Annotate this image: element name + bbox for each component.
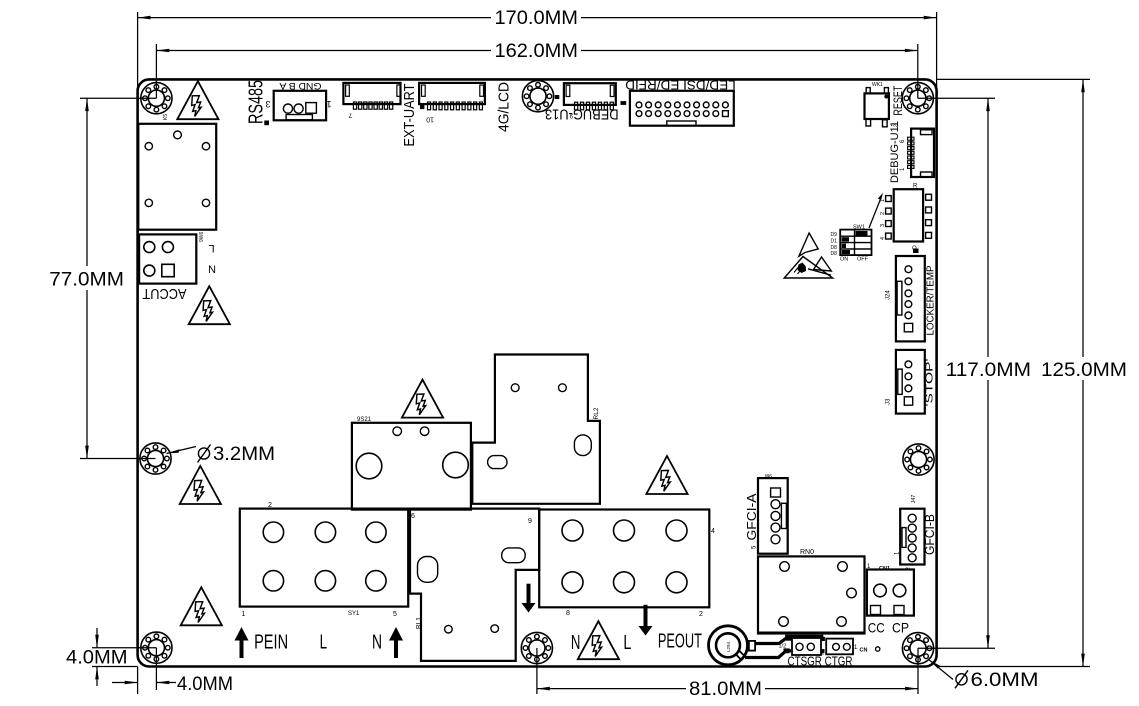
svg-text:1: 1 [326,99,331,109]
svg-text:4: 4 [711,528,715,535]
svg-text:RL2: RL2 [593,407,600,419]
svg-text:4: 4 [880,237,886,240]
svg-text:GFCI-B: GFCI-B [923,514,937,555]
svg-text:N: N [208,263,216,275]
svg-text:ACCUT: ACCUT [143,285,187,302]
svg-text:2: 2 [880,212,886,215]
svg-text:D8: D8 [831,245,838,251]
svg-text:PEOUT: PEOUT [658,631,702,653]
svg-text:1/2: 1/2 [779,644,787,650]
svg-text:RN0: RN0 [800,549,814,556]
svg-text:6.0MM: 6.0MM [971,670,1039,691]
svg-text:K5: K5 [163,114,169,120]
svg-text:L: L [623,632,631,654]
svg-text:GFCI-A: GFCI-A [745,493,759,541]
svg-text:10: 10 [426,116,434,123]
svg-text:LED/DSI ED/RFID: LED/DSI ED/RFID [625,77,736,91]
svg-text:2: 2 [268,502,272,509]
svg-text:4.0MM: 4.0MM [66,648,128,669]
svg-text:3.2MM: 3.2MM [213,444,275,465]
svg-text:J3: J3 [886,398,892,405]
svg-text:81.0MM: 81.0MM [689,679,762,700]
svg-text:J24: J24 [886,290,892,300]
svg-text:3: 3 [265,99,270,109]
svg-text:CN1: CN1 [879,566,890,572]
svg-text:SY1: SY1 [348,611,360,617]
svg-text:77.0MM: 77.0MM [49,270,124,291]
svg-text:WK1: WK1 [872,82,883,88]
svg-text:ON: ON [840,257,848,263]
svg-text:5: 5 [393,611,397,618]
svg-text:6: 6 [900,139,906,143]
svg-text:3: 3 [880,224,886,227]
svg-text:J47: J47 [911,495,917,504]
svg-text:1: 1 [242,611,246,618]
svg-text:1: 1 [867,564,871,570]
svg-text:DEBUG-U13: DEBUG-U13 [545,106,619,122]
svg-text:8: 8 [566,610,570,617]
svg-text:162.0MM: 162.0MM [495,41,579,62]
svg-text:RS485: RS485 [246,80,268,124]
svg-text:'STOP': 'STOP' [925,358,936,406]
svg-text:R: R [913,184,918,190]
svg-text:170.0MM: 170.0MM [495,8,579,29]
svg-text:L: L [208,242,214,254]
svg-text:CTSGR CTGR: CTSGR CTGR [788,655,853,669]
svg-text:4.0MM: 4.0MM [177,674,233,695]
svg-text:1: 1 [854,645,858,651]
svg-text:D9: D9 [831,232,838,238]
svg-text:D8: D8 [831,251,838,257]
svg-text:1: 1 [895,551,901,555]
svg-text:7: 7 [349,111,353,118]
svg-text:9: 9 [528,518,532,525]
svg-text:L: L [320,631,328,653]
svg-text:OFF: OFF [857,257,869,263]
svg-text:CP: CP [892,620,909,636]
svg-text:EXT-UART: EXT-UART [402,83,418,146]
svg-text:CN: CN [860,648,868,654]
svg-text:2: 2 [894,124,900,127]
svg-text:1: 1 [900,167,906,171]
svg-text:9: 9 [569,112,573,118]
svg-text:RL1: RL1 [416,617,423,629]
svg-text:N: N [372,631,382,653]
svg-text:L294: L294 [726,641,731,652]
svg-text:SW1: SW1 [853,225,865,231]
svg-text:1: 1 [880,199,886,202]
svg-text:DEBUG-U11: DEBUG-U11 [889,121,901,183]
svg-text:4G/LCD: 4G/LCD [497,82,513,132]
svg-text:RESET: RESET [891,85,905,115]
svg-text:N: N [571,632,581,654]
svg-text:2: 2 [699,611,703,618]
svg-text:117.0MM: 117.0MM [946,360,1031,381]
svg-text:125.0MM: 125.0MM [1041,360,1127,381]
svg-text:5: 5 [752,545,758,549]
svg-text:2: 2 [821,651,824,657]
svg-text:GND B A: GND B A [280,81,322,91]
svg-text:9M: 9M [765,472,772,478]
svg-text:CC: CC [868,620,885,636]
svg-text:6: 6 [411,513,415,520]
svg-text:D1: D1 [831,239,838,245]
svg-text:9S21: 9S21 [357,417,372,423]
svg-text:PEIN: PEIN [254,631,288,653]
svg-text:LOCKER/TEMP: LOCKER/TEMP [926,265,937,335]
svg-text:9W6: 9W6 [199,232,205,243]
